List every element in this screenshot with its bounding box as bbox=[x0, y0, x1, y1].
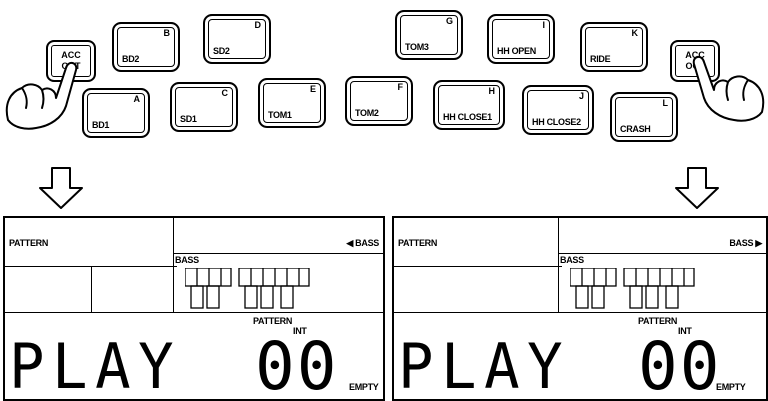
divider bbox=[173, 253, 385, 254]
pointing-hand-icon-left bbox=[7, 63, 76, 129]
illustration-overlay bbox=[0, 0, 768, 220]
bass-label: BASS bbox=[175, 255, 199, 265]
divider bbox=[558, 253, 768, 254]
divider bbox=[91, 266, 92, 312]
pattern-label: PATTERN bbox=[398, 238, 437, 248]
bass-arrow-label: ◀ BASS bbox=[346, 238, 379, 249]
bass-label: BASS bbox=[560, 255, 584, 265]
divider bbox=[173, 218, 174, 312]
keyboard-icon bbox=[570, 268, 700, 312]
pattern-number-display: 00 bbox=[255, 328, 338, 401]
divider bbox=[558, 218, 559, 312]
mode-display: PLAY bbox=[398, 330, 570, 401]
mode-display: PLAY bbox=[9, 330, 181, 401]
bass-arrow-label: BASS ▶ bbox=[729, 238, 762, 249]
divider bbox=[394, 312, 768, 313]
down-arrow-icon-right bbox=[676, 168, 718, 208]
pattern-int-label: PATTERN bbox=[638, 316, 677, 326]
divider bbox=[5, 312, 385, 313]
pointing-hand-icon-right bbox=[694, 57, 763, 121]
pattern-label: PATTERN bbox=[9, 238, 48, 248]
empty-label: EMPTY bbox=[349, 382, 379, 392]
keyboard-icon bbox=[185, 268, 315, 312]
down-arrow-icon-left bbox=[40, 168, 82, 208]
empty-label: EMPTY bbox=[716, 382, 746, 392]
display-panel-left: PATTERN ◀ BASS BASS PATTERN INT PLAY 00 … bbox=[3, 216, 385, 401]
display-panel-right: PATTERN BASS ▶ BASS PATTERN INT PLAY 00 … bbox=[392, 216, 768, 401]
pattern-int-label: PATTERN bbox=[253, 316, 292, 326]
pattern-number-display: 00 bbox=[638, 328, 721, 401]
divider bbox=[394, 266, 562, 267]
